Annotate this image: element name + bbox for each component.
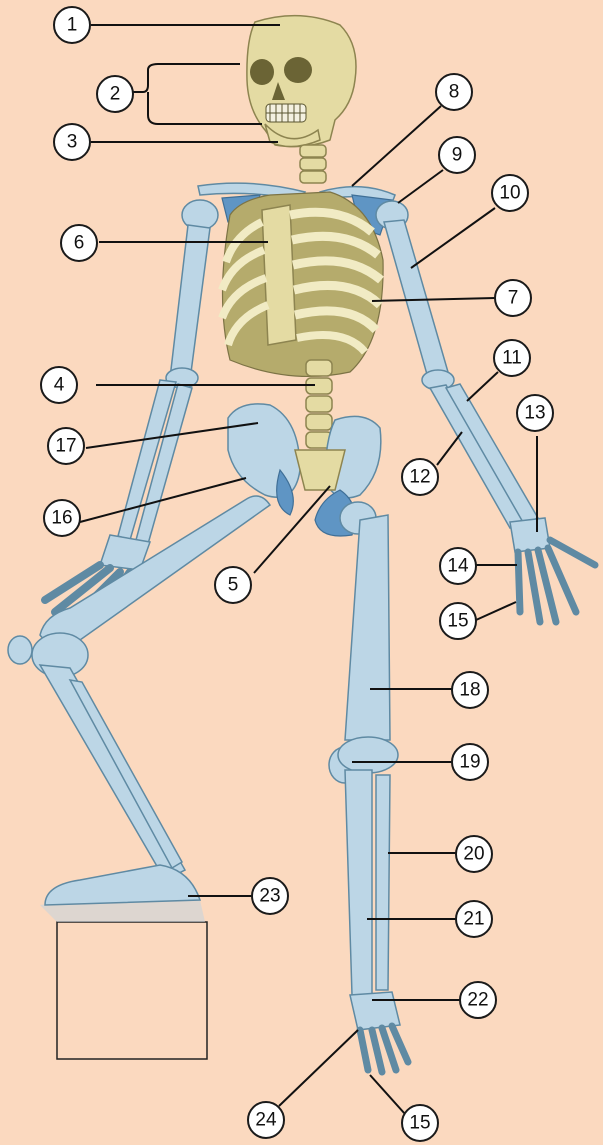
callout-label: 14 <box>447 556 469 577</box>
callout-15-foot: 15 <box>402 1105 438 1141</box>
callout-label: 13 <box>524 403 545 424</box>
callout-label: 24 <box>255 1110 277 1131</box>
callout-9: 9 <box>439 137 475 173</box>
right-leg <box>329 502 408 1072</box>
callout-label: 6 <box>74 233 85 254</box>
left-arm <box>45 200 218 628</box>
fibula-left <box>70 680 182 868</box>
fibula-right <box>376 775 390 990</box>
callout-label: 18 <box>459 680 480 701</box>
callout-label: 20 <box>463 844 484 865</box>
callout-16: 16 <box>44 500 80 536</box>
callout-4: 4 <box>41 367 77 403</box>
tibia-right <box>345 770 372 995</box>
cervical-spine <box>300 145 326 183</box>
foot-left <box>45 865 200 905</box>
callout-label: 9 <box>452 145 463 166</box>
callout-label: 21 <box>463 909 484 930</box>
callout-21: 21 <box>456 901 492 937</box>
callout-18: 18 <box>452 672 488 708</box>
callout-22: 22 <box>460 982 496 1018</box>
callout-label: 3 <box>67 132 78 153</box>
callout-label: 12 <box>409 467 430 488</box>
eye-socket-right <box>284 57 312 83</box>
callout-label: 1 <box>67 15 78 36</box>
callout-7: 7 <box>495 280 531 316</box>
right-arm <box>376 201 595 622</box>
patella-left <box>8 636 32 664</box>
callout-19: 19 <box>452 744 488 780</box>
callout-label: 10 <box>499 183 520 204</box>
callout-label: 2 <box>110 84 121 105</box>
lumbar-spine <box>306 360 332 448</box>
rib-cage <box>222 192 383 376</box>
callout-label: 23 <box>259 886 280 907</box>
callout-24: 24 <box>248 1102 284 1138</box>
femur-right <box>345 515 390 740</box>
humerus-left <box>170 225 210 380</box>
callout-10: 10 <box>492 175 528 211</box>
callout-label: 5 <box>228 575 239 596</box>
callout-15-hand: 15 <box>440 603 476 639</box>
callout-label: 16 <box>51 508 72 529</box>
callout-11: 11 <box>494 340 530 376</box>
callout-2: 2 <box>97 76 133 112</box>
callout-5: 5 <box>215 567 251 603</box>
callout-label: 8 <box>449 82 460 103</box>
callout-label: 15 <box>409 1113 430 1134</box>
callout-label: 15 <box>447 611 468 632</box>
callout-20: 20 <box>456 836 492 872</box>
callout-1: 1 <box>54 7 90 43</box>
callout-3: 3 <box>54 124 90 160</box>
callout-label: 4 <box>54 375 65 396</box>
callout-14: 14 <box>440 548 476 584</box>
callout-13: 13 <box>517 395 553 431</box>
callout-label: 22 <box>467 990 488 1011</box>
eye-socket-left <box>250 59 274 85</box>
callout-23: 23 <box>252 878 288 914</box>
callout-label: 11 <box>502 348 522 369</box>
sternum <box>262 205 296 345</box>
callout-17: 17 <box>48 428 84 464</box>
callout-8: 8 <box>436 74 472 110</box>
callout-label: 17 <box>55 436 76 457</box>
skull <box>247 16 356 147</box>
callout-label: 19 <box>459 752 480 773</box>
callout-6: 6 <box>61 225 97 261</box>
carpals-right <box>510 518 550 552</box>
support-box <box>57 922 207 1059</box>
callout-label: 7 <box>508 288 519 309</box>
callout-12: 12 <box>402 459 438 495</box>
